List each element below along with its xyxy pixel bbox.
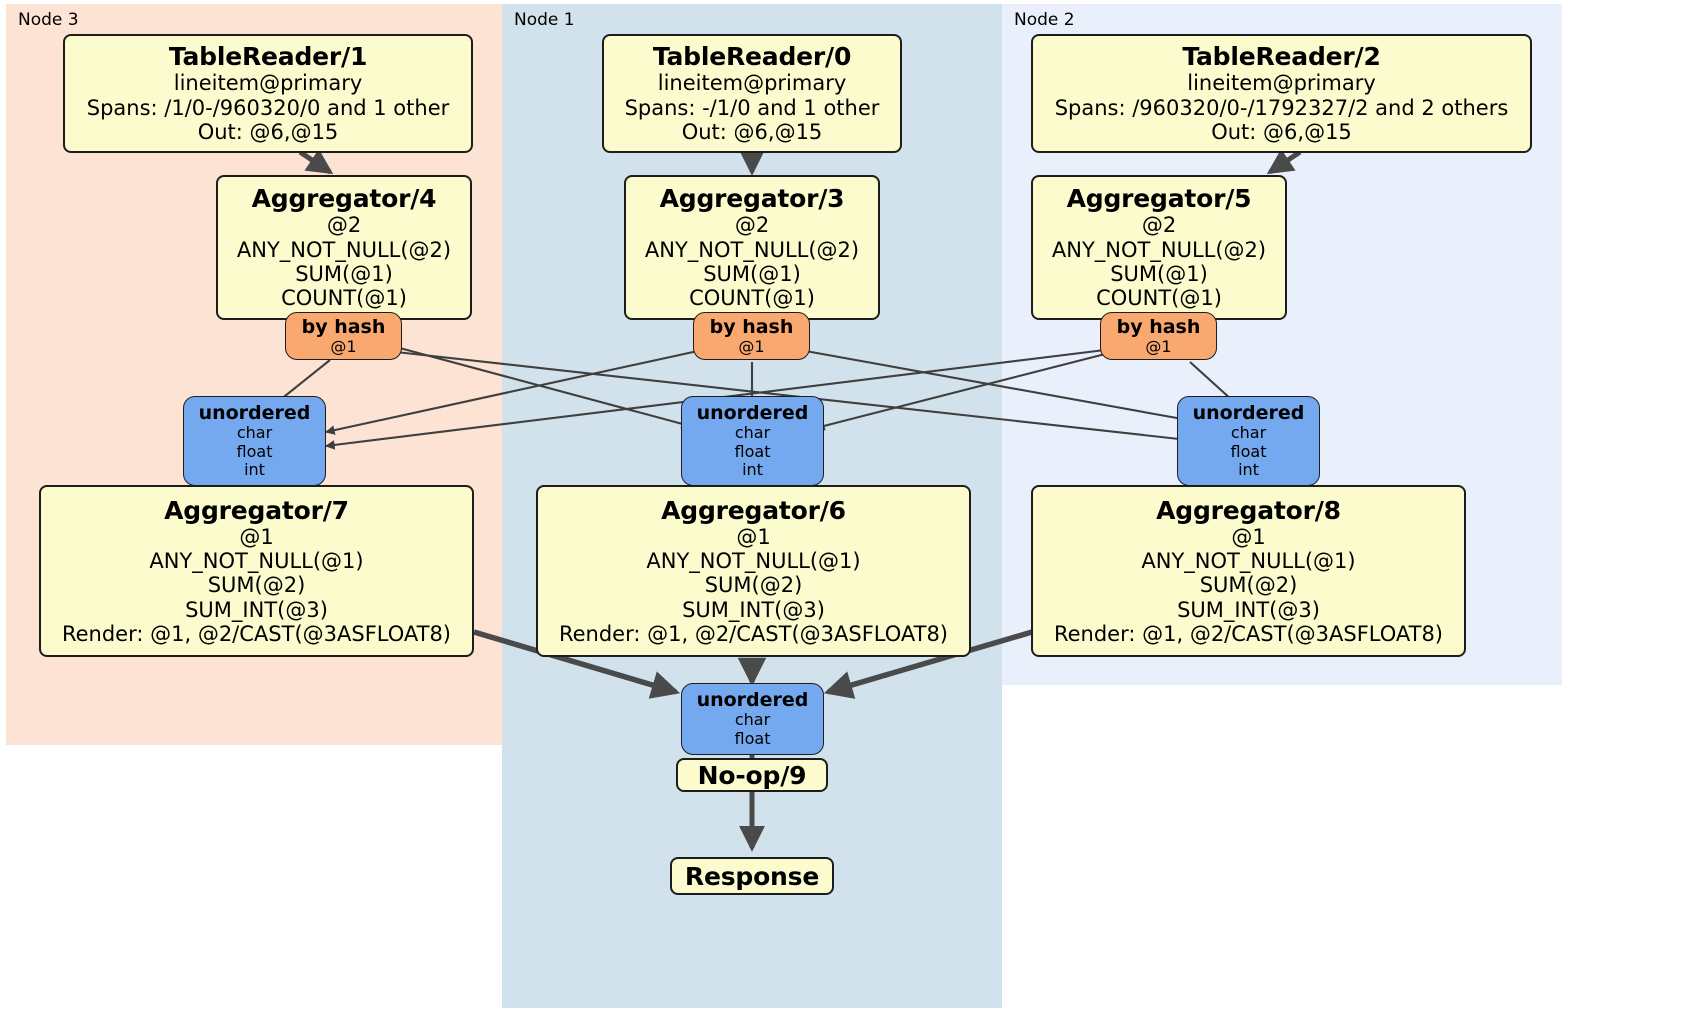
processor-line: @1 <box>239 524 274 549</box>
processor-title: TableReader/2 <box>1182 42 1381 72</box>
processor-title: No-op/9 <box>697 760 807 790</box>
processor-line: SUM(@2) <box>704 573 803 598</box>
processor-aggregator-8[interactable]: Aggregator/8 @1 ANY_NOT_NULL(@1) SUM(@2)… <box>1031 485 1466 657</box>
router-title: unordered <box>198 402 311 425</box>
router-line: float <box>734 441 771 461</box>
router-line: @1 <box>738 336 765 356</box>
processor-line: lineitem@primary <box>173 71 363 96</box>
processor-line: SUM(@1) <box>703 262 801 286</box>
router-title: unordered <box>696 689 809 712</box>
processor-line: SUM_INT(@3) <box>185 597 328 622</box>
processor-aggregator-3[interactable]: Aggregator/3 @2 ANY_NOT_NULL(@2) SUM(@1)… <box>624 175 880 320</box>
router-title: by hash <box>709 315 794 338</box>
processor-line: lineitem@primary <box>657 71 847 96</box>
processor-line: ANY_NOT_NULL(@2) <box>236 237 452 262</box>
processor-noop-9[interactable]: No-op/9 <box>676 758 828 792</box>
node-panel-label-node1: Node 1 <box>514 10 575 30</box>
processor-line: Spans: /1/0-/960320/0 and 1 other <box>86 95 450 120</box>
processor-title: Aggregator/5 <box>1066 184 1252 214</box>
processor-line: Out: @6,@15 <box>1211 120 1352 145</box>
router-line: float <box>236 441 273 461</box>
router-unordered-right[interactable]: unordered char float int <box>1177 396 1320 486</box>
processor-line: Spans: -/1/0 and 1 other <box>624 95 880 120</box>
processor-line: ANY_NOT_NULL(@2) <box>644 237 860 262</box>
processor-line: SUM_INT(@3) <box>682 597 825 622</box>
processor-aggregator-5[interactable]: Aggregator/5 @2 ANY_NOT_NULL(@2) SUM(@1)… <box>1031 175 1287 320</box>
processor-aggregator-4[interactable]: Aggregator/4 @2 ANY_NOT_NULL(@2) SUM(@1)… <box>216 175 472 320</box>
processor-line: Out: @6,@15 <box>681 120 823 145</box>
router-line: char <box>1230 423 1267 443</box>
processor-line: Spans: /960320/0-/1792327/2 and 2 others <box>1054 95 1509 120</box>
router-line: int <box>1238 460 1259 480</box>
processor-response[interactable]: Response <box>670 857 834 895</box>
processor-line: Render: @1, @2/CAST(@3ASFLOAT8) <box>61 622 452 647</box>
processor-line: @2 <box>326 213 362 238</box>
processor-title: Aggregator/6 <box>661 495 846 525</box>
router-by-hash-mid[interactable]: by hash @1 <box>693 312 810 360</box>
processor-line: ANY_NOT_NULL(@1) <box>149 548 364 573</box>
processor-title: Aggregator/7 <box>164 495 349 525</box>
processor-line: ANY_NOT_NULL(@1) <box>1141 548 1356 573</box>
processor-line: @2 <box>734 213 770 238</box>
router-line: @1 <box>1145 336 1172 356</box>
processor-aggregator-7[interactable]: Aggregator/7 @1 ANY_NOT_NULL(@1) SUM(@2)… <box>39 485 474 657</box>
router-line: char <box>734 423 771 443</box>
router-title: by hash <box>301 315 386 338</box>
processor-line: lineitem@primary <box>1187 71 1376 96</box>
processor-title: TableReader/1 <box>168 42 368 72</box>
processor-title: Aggregator/8 <box>1156 495 1341 525</box>
router-title: unordered <box>1192 402 1305 425</box>
router-title: by hash <box>1116 315 1201 338</box>
processor-line: @1 <box>736 524 771 549</box>
processor-line: SUM(@1) <box>295 262 393 286</box>
processor-tablereader-0[interactable]: TableReader/0 lineitem@primary Spans: -/… <box>602 34 902 153</box>
router-line: float <box>1230 441 1267 461</box>
processor-line: COUNT(@1) <box>281 286 407 311</box>
router-line: @1 <box>330 336 357 356</box>
processor-line: SUM(@2) <box>1199 573 1298 598</box>
router-title: unordered <box>696 402 809 425</box>
processor-line: COUNT(@1) <box>1096 286 1222 311</box>
router-line: char <box>734 710 771 730</box>
processor-line: @2 <box>1141 213 1177 238</box>
processor-line: ANY_NOT_NULL(@2) <box>1051 237 1267 262</box>
processor-line: SUM(@2) <box>207 573 306 598</box>
processor-title: TableReader/0 <box>652 42 852 72</box>
router-by-hash-left[interactable]: by hash @1 <box>285 312 402 360</box>
router-line: float <box>734 729 771 749</box>
router-line: char <box>236 423 273 443</box>
processor-line: SUM_INT(@3) <box>1177 597 1320 622</box>
processor-tablereader-1[interactable]: TableReader/1 lineitem@primary Spans: /1… <box>63 34 473 153</box>
node-panel-label-node3: Node 3 <box>18 10 79 30</box>
router-unordered-mid[interactable]: unordered char float int <box>681 396 824 486</box>
node-panel-label-node2: Node 2 <box>1014 10 1075 30</box>
processor-line: Render: @1, @2/CAST(@3ASFLOAT8) <box>558 622 949 647</box>
router-line: int <box>742 460 763 480</box>
router-line: int <box>244 460 265 480</box>
processor-tablereader-2[interactable]: TableReader/2 lineitem@primary Spans: /9… <box>1031 34 1532 153</box>
router-unordered-final[interactable]: unordered char float <box>681 683 824 755</box>
processor-line: @1 <box>1231 524 1266 549</box>
processor-aggregator-6[interactable]: Aggregator/6 @1 ANY_NOT_NULL(@1) SUM(@2)… <box>536 485 971 657</box>
processor-title: Response <box>684 861 820 891</box>
processor-line: Render: @1, @2/CAST(@3ASFLOAT8) <box>1053 622 1444 647</box>
processor-line: Out: @6,@15 <box>197 120 339 145</box>
processor-title: Aggregator/4 <box>251 184 437 214</box>
processor-title: Aggregator/3 <box>659 184 845 214</box>
processor-line: SUM(@1) <box>1110 262 1208 286</box>
router-by-hash-right[interactable]: by hash @1 <box>1100 312 1217 360</box>
router-unordered-left[interactable]: unordered char float int <box>183 396 326 486</box>
processor-line: COUNT(@1) <box>689 286 815 311</box>
processor-line: ANY_NOT_NULL(@1) <box>646 548 861 573</box>
